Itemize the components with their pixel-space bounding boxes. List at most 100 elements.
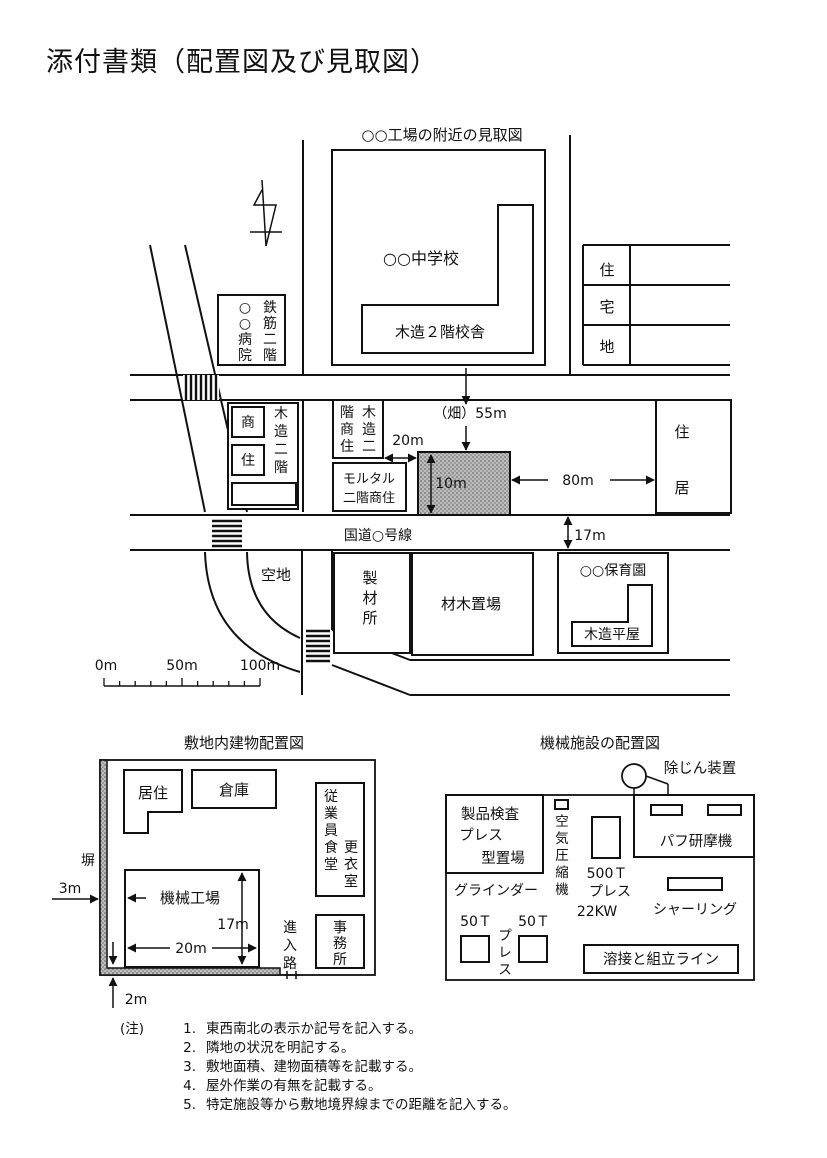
- svg-text:倉庫: 倉庫: [219, 781, 249, 799]
- shop-residence-left: 商 住 木 造 二 階: [227, 402, 299, 510]
- sawmill: 製 材 所: [333, 552, 411, 654]
- school-block: ○○中学校 木造２階校舎: [331, 149, 546, 366]
- layout-plan: 敷地内建物配置図 居住 倉庫 従 業 員 食 堂 更 衣 室 機械工場: [52, 734, 376, 1008]
- press-50t-right: 50Ｔ: [518, 914, 550, 963]
- svg-text:入: 入: [283, 938, 297, 954]
- svg-text:○: ○: [239, 316, 251, 332]
- note-item: 4. 屋外作業の有無を記載する。: [183, 1078, 382, 1094]
- svg-text:20m: 20m: [175, 941, 206, 957]
- crosswalk-icon: [183, 375, 219, 400]
- svg-text:22KW: 22KW: [577, 904, 617, 920]
- crosswalk-icon: [212, 518, 242, 548]
- note-item: 5. 特定施設等から敷地境界線までの距離を記入する。: [183, 1097, 517, 1113]
- svg-text:商: 商: [241, 415, 255, 431]
- note-item: 3. 敷地面積、建物面積等を記載する。: [183, 1059, 422, 1075]
- svg-text:プ: プ: [498, 928, 512, 944]
- svg-text:材木置場: 材木置場: [441, 595, 501, 613]
- svg-text:堂: 堂: [324, 857, 338, 873]
- svg-text:50Ｔ: 50Ｔ: [460, 914, 492, 930]
- svg-text:500Ｔ: 500Ｔ: [587, 866, 628, 882]
- dust-collector: 除じん装置: [621, 760, 737, 796]
- svg-text:溶接と組立ライン: 溶接と組立ライン: [603, 951, 719, 968]
- svg-text:居住: 居住: [138, 784, 168, 802]
- svg-text:更: 更: [344, 840, 358, 856]
- staff-building: 従 業 員 食 堂 更 衣 室: [315, 782, 365, 897]
- machine-plan: 機械施設の配置図 除じん装置 製品検査 プレス 型置場 空 気 圧 縮 機 50…: [445, 734, 755, 981]
- svg-text:階: 階: [340, 405, 354, 421]
- svg-text:気: 気: [555, 831, 569, 847]
- factory-dim-10m: 10m: [435, 476, 466, 492]
- svg-text:0m: 0m: [95, 658, 118, 674]
- svg-text:従: 従: [324, 789, 338, 805]
- layout-plan-title: 敷地内建物配置図: [184, 734, 304, 752]
- machine-factory-building: 機械工場 17m 20m: [124, 869, 260, 968]
- svg-text:二: 二: [362, 439, 376, 455]
- svg-text:機械工場: 機械工場: [160, 889, 220, 907]
- svg-text:レ: レ: [498, 945, 512, 961]
- note-item: (注) 1. 東西南北の表示か記号を記入する。: [120, 1021, 422, 1037]
- svg-text:所: 所: [333, 952, 347, 968]
- road-name: 国道○号線: [344, 528, 412, 544]
- svg-text:モルタル: モルタル: [343, 472, 395, 487]
- svg-text:食: 食: [324, 839, 338, 856]
- svg-text:筋: 筋: [263, 315, 277, 332]
- svg-text:シャーリング: シャーリング: [653, 902, 737, 918]
- svg-text:居: 居: [674, 479, 689, 497]
- site-map-title: ○○工場の附近の見取図: [361, 126, 522, 144]
- svg-text:除じん装置: 除じん装置: [664, 760, 737, 777]
- svg-text:事: 事: [333, 920, 347, 936]
- svg-text:地: 地: [599, 338, 614, 356]
- svg-text:住: 住: [241, 453, 255, 469]
- field-label: （畑）55m: [433, 406, 506, 422]
- svg-text:所: 所: [362, 609, 377, 627]
- svg-text:木造平屋: 木造平屋: [584, 627, 640, 643]
- svg-text:木: 木: [362, 405, 376, 421]
- note-item: 2. 隣地の状況を明記する。: [183, 1040, 355, 1056]
- svg-text:員: 員: [324, 823, 338, 839]
- fence-wall: [99, 759, 281, 976]
- svg-text:製: 製: [362, 569, 377, 587]
- svg-text:17m: 17m: [217, 917, 248, 933]
- buffing-machine: パフ研摩機: [633, 794, 755, 858]
- dist-left-label: 20m: [392, 433, 423, 449]
- notes-header: (注): [120, 1021, 145, 1037]
- crosswalk-icon: [305, 628, 331, 664]
- svg-text:ス: ス: [498, 962, 512, 978]
- bottom-dist-label: 2m: [125, 992, 148, 1008]
- press-50t-left: 50Ｔ: [460, 914, 492, 963]
- office-building: 事 務 所: [315, 914, 365, 969]
- svg-text:○○保育園: ○○保育園: [580, 563, 646, 579]
- svg-text:商: 商: [340, 422, 354, 438]
- scale-bar: 0m 50m 100m: [95, 658, 280, 687]
- svg-text:業: 業: [324, 806, 338, 822]
- nursery: ○○保育園 木造平屋: [557, 552, 669, 654]
- svg-text:衣: 衣: [344, 857, 358, 873]
- residence-right: 住 居: [655, 399, 732, 514]
- welding-line: 溶接と組立ライン: [583, 944, 739, 974]
- svg-text:二: 二: [274, 442, 288, 458]
- shearing-machine: シャーリング: [653, 877, 737, 918]
- svg-text:空: 空: [555, 814, 569, 830]
- svg-text:型置場: 型置場: [481, 850, 525, 867]
- fence-label: 塀: [81, 853, 95, 869]
- svg-text:縮: 縮: [555, 865, 569, 881]
- svg-text:製品検査: 製品検査: [461, 806, 519, 823]
- svg-text:材: 材: [362, 589, 377, 607]
- svg-text:50m: 50m: [166, 658, 197, 674]
- svg-text:二階商住: 二階商住: [343, 491, 395, 506]
- svg-text:鉄: 鉄: [263, 300, 277, 316]
- dist-right-label: 80m: [562, 473, 593, 489]
- svg-text:進: 進: [283, 920, 297, 936]
- press-500t: 500Ｔ プレス 22KW: [577, 816, 631, 920]
- factory-site: 10m: [417, 451, 511, 516]
- shop-residence-mid: 階 商 住 木 造 二: [332, 399, 384, 459]
- north-arrow-icon: [250, 179, 282, 247]
- page-title: 添付書類（配置図及び見取図）: [46, 47, 438, 78]
- mortar-shop: モルタル 二階商住: [332, 462, 407, 512]
- hospital-building: ○ ○ 病 院 鉄 筋 二 階: [217, 294, 286, 366]
- compressor: 空 気 圧 縮 機: [554, 799, 569, 898]
- svg-text:住: 住: [340, 439, 354, 455]
- svg-text:住: 住: [674, 423, 689, 441]
- vacant-lot: 空地: [261, 566, 291, 584]
